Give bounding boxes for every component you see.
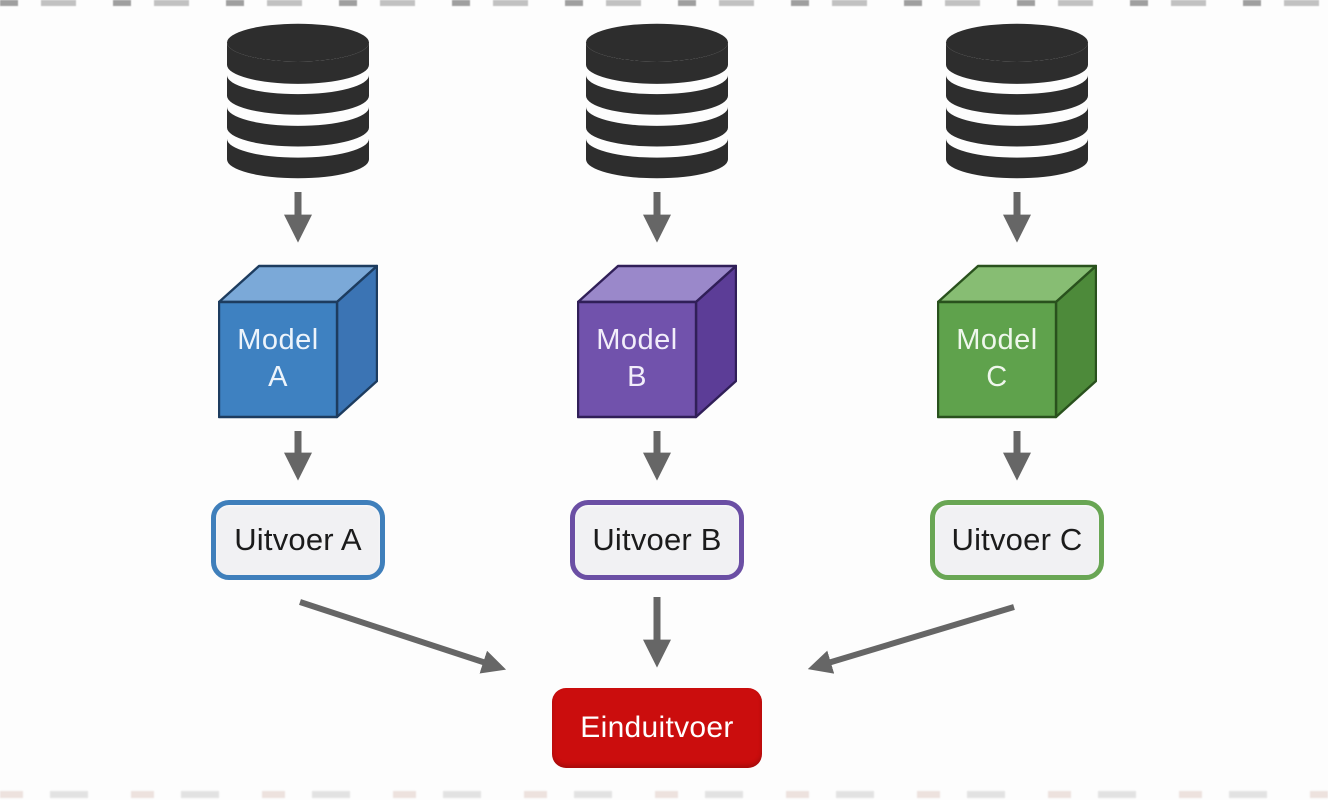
output-label: Uitvoer C <box>951 522 1083 557</box>
arrow-output-a-to-final <box>299 599 507 674</box>
output-box-a: Uitvoer A <box>211 500 385 580</box>
database-cylinder <box>227 23 369 179</box>
model-cube-c <box>937 264 1097 419</box>
final-output-label: Einduitvoer <box>580 711 734 744</box>
cube-front-face <box>577 300 698 419</box>
database-icon <box>586 23 728 179</box>
cube-front-face <box>937 300 1058 419</box>
bottom-edge-artifact <box>0 791 1328 798</box>
output-box-b: Uitvoer B <box>570 500 744 580</box>
output-label: Uitvoer A <box>234 522 362 557</box>
database-cylinder <box>586 23 728 179</box>
cube-front-face <box>218 300 339 419</box>
database-icon <box>946 23 1088 179</box>
arrow-output-c-to-final <box>807 604 1015 674</box>
database-icon <box>227 23 369 179</box>
output-box-c: Uitvoer C <box>930 500 1104 580</box>
database-cylinder <box>946 23 1088 179</box>
final-output-box: Einduitvoer <box>552 688 762 768</box>
model-cube-a <box>218 264 378 419</box>
top-edge-artifact <box>0 0 1328 6</box>
output-label: Uitvoer B <box>592 522 722 557</box>
model-cube-b <box>577 264 737 419</box>
